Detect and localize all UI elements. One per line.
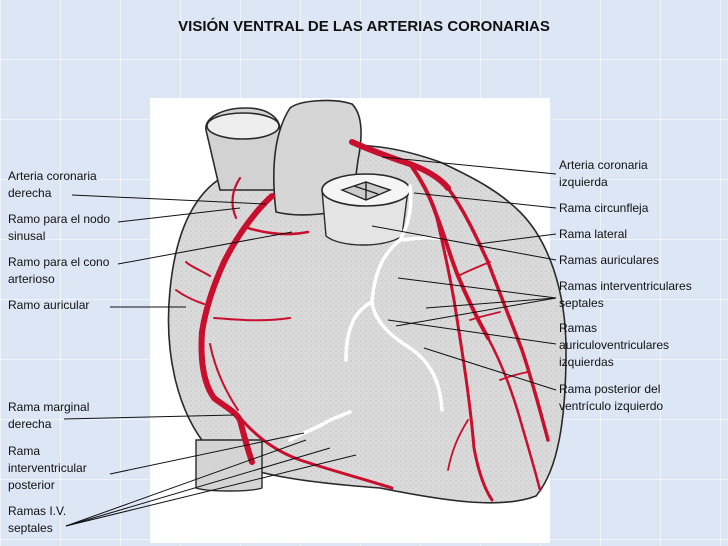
label-lateral-branch: Rama lateral [559,227,628,241]
leader-line [109,432,305,475]
label-posterior-left-ventricle-branch: Rama posterior del ventrículo izquierdo [559,382,664,413]
diagram-title: VISIÓN VENTRAL DE LAS ARTERIAS CORONARIA… [178,18,550,35]
leader-line [477,233,557,245]
lower-stump [195,439,263,492]
right-coronary-artery [198,193,275,465]
leader-line [65,447,331,527]
cardiac-veins [288,184,448,442]
leader-line [65,439,307,527]
label-posterior-interventricular-branch: Rama interventricular posterior [8,444,87,492]
leader-line [387,319,557,345]
label-left-coronary-artery: Arteria coronaria izquierda [559,158,648,189]
label-atrial-branches: Ramas auriculares [559,253,660,267]
leader-line [395,297,557,327]
label-right-coronary-artery: Arteria coronaria derecha [8,169,97,200]
right-leader-lines [371,156,557,391]
leader-line [117,207,241,223]
leader-line [71,194,267,205]
leader-line [397,277,557,299]
label-atrial-branch: Ramo auricular [8,298,90,312]
heart-body [167,144,567,504]
leader-line [425,297,557,309]
leader-line [413,192,557,209]
label-septal-iv-branches: Ramas I.V. septales [8,504,67,535]
leader-line [371,225,557,261]
aorta-opening [206,112,280,140]
leader-line [65,454,357,527]
label-sinus-node-branch: Ramo para el nodo sinusal [8,212,111,243]
leader-line [381,156,557,175]
left-leader-lines [63,194,357,527]
leader-line [423,347,557,391]
leader-line [63,414,235,420]
label-circumflex-branch: Rama circunfleja [559,201,649,215]
leader-line [117,231,293,265]
coronary-arteries [175,139,550,502]
label-right-marginal-branch: Rama marginal derecha [8,400,90,431]
label-interventricular-septal-branches: Ramas interventriculares septales [559,279,692,310]
label-left-atrioventricular-branches: Ramas auriculoventriculares izquierdas [559,321,670,369]
label-conus-branch: Ramo para el cono arterioso [8,255,110,286]
